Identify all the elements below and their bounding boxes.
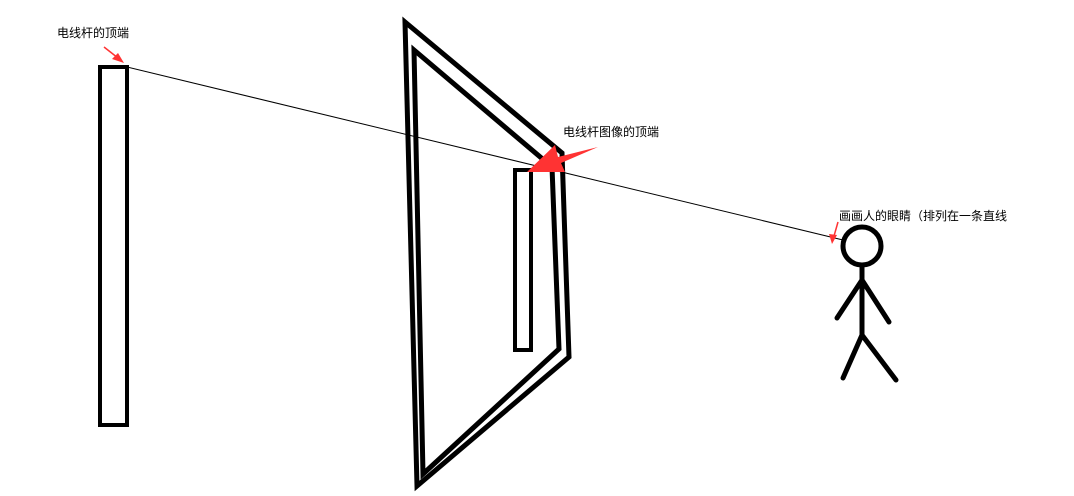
person-left-leg (840, 332, 865, 381)
arrow-pole-image-top (527, 145, 598, 172)
person-right-arm (859, 277, 892, 325)
person-left-arm (834, 277, 865, 321)
arrow-painter-eye (829, 221, 839, 244)
label-pole-image-top: 电线杆图像的顶端 (563, 125, 660, 139)
pole-image (513, 168, 533, 352)
person-head (840, 224, 884, 268)
utility-pole (98, 65, 129, 427)
picture-frame-inner (411, 44, 562, 480)
stick-figure-person (834, 224, 899, 383)
line-of-sight (126, 66, 844, 241)
picture-frame-outer (402, 16, 572, 492)
arrow-pole-top (103, 46, 124, 63)
label-pole-top: 电线杆的顶端 (57, 26, 130, 40)
person-right-leg (859, 332, 899, 383)
label-painter-eye: 画画人的眼睛（排列在一条直线 (839, 209, 1008, 223)
